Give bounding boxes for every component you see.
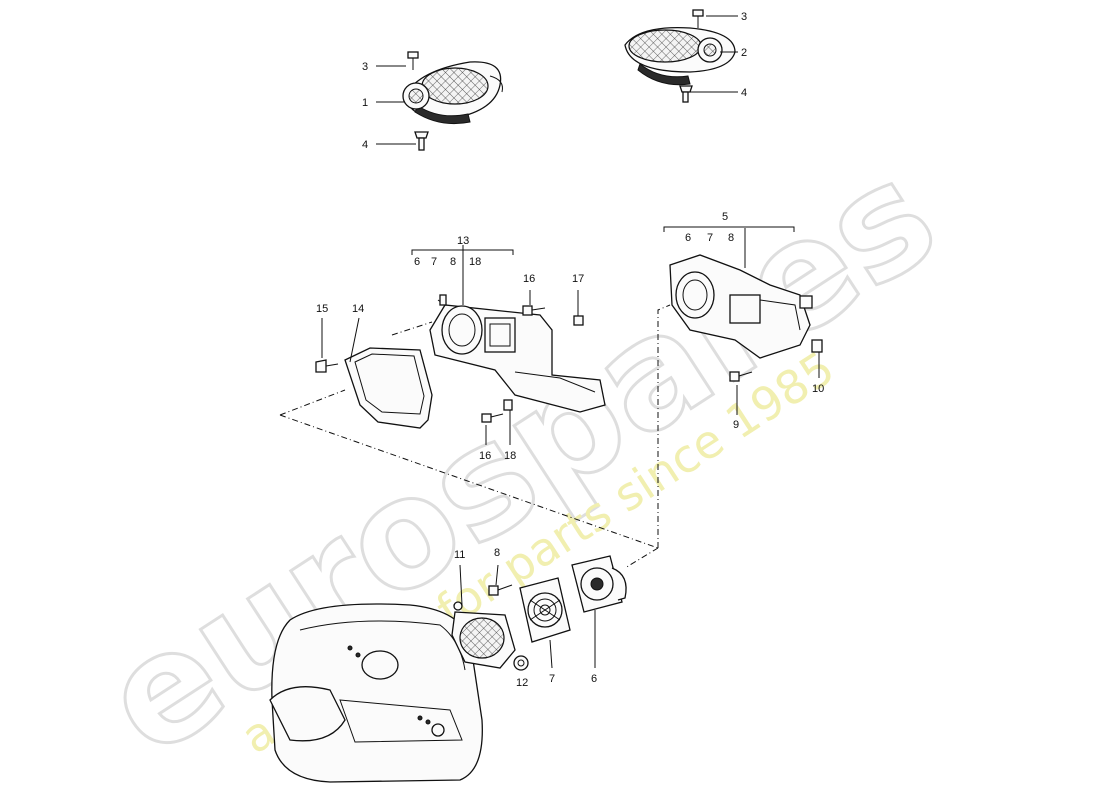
group-bracket-5 [663,226,795,268]
callout-4-left: 4 [362,139,368,151]
callout-3-right: 3 [741,11,747,23]
door-panel [269,603,483,783]
callout-11: 11 [454,549,465,561]
leader-lines [321,15,820,669]
callout-3-left: 3 [362,61,368,73]
tweeter-housing-right [624,26,736,86]
screw-3-left [407,51,419,70]
callout-5: 5 [722,211,728,223]
gasket-14 [344,347,433,429]
clip-18 [503,399,513,411]
callout-15: 15 [316,303,328,315]
tweeter-housing-left [402,61,503,125]
callout-13-sub-7: 7 [431,256,437,268]
clip-17 [573,315,584,326]
washer-12 [513,655,529,671]
screw-8 [488,584,513,596]
callout-4-right: 4 [741,87,747,99]
callout-5-sub-7: 7 [707,232,713,244]
callout-13-sub-18: 18 [469,256,481,268]
speaker-bracket-5 [669,254,813,359]
speaker-grille-7 [519,577,571,643]
tweeter-11 [451,601,516,669]
callout-16-bottom: 16 [479,450,491,462]
screw-3-right [692,9,704,28]
callout-6: 6 [591,673,597,685]
callout-7: 7 [549,673,555,685]
callout-13-sub-8: 8 [450,256,456,268]
assembly-guide-lines [279,304,671,569]
screw-15 [315,359,339,373]
callout-17: 17 [572,273,584,285]
callout-12: 12 [516,677,528,689]
screw-4-left [414,131,429,151]
screw-16-top [522,305,546,316]
screw-4-right [679,85,693,103]
callout-5-sub-6: 6 [685,232,691,244]
plug-10 [811,339,823,353]
callout-labels: 3 1 4 3 2 4 13 6 7 8 18 5 6 7 8 15 14 16… [316,11,824,689]
callout-2: 2 [741,47,747,59]
callout-9: 9 [733,419,739,431]
callout-18: 18 [504,450,516,462]
callout-8: 8 [494,547,500,559]
callout-16-top: 16 [523,273,535,285]
screw-9 [729,371,753,382]
watermark-brand: eurospares [75,128,965,790]
speaker-bracket-13 [429,294,606,413]
callout-14: 14 [352,303,364,315]
callout-13: 13 [457,235,469,247]
callout-10: 10 [812,383,824,395]
watermark: eurospares a passion for parts since 198… [73,126,966,791]
group-bracket-13 [411,245,514,305]
screw-16-bottom [481,413,504,423]
callout-13-sub-6: 6 [414,256,420,268]
callout-1: 1 [362,97,368,109]
callout-5-sub-8: 8 [728,232,734,244]
speaker-6 [571,555,627,613]
